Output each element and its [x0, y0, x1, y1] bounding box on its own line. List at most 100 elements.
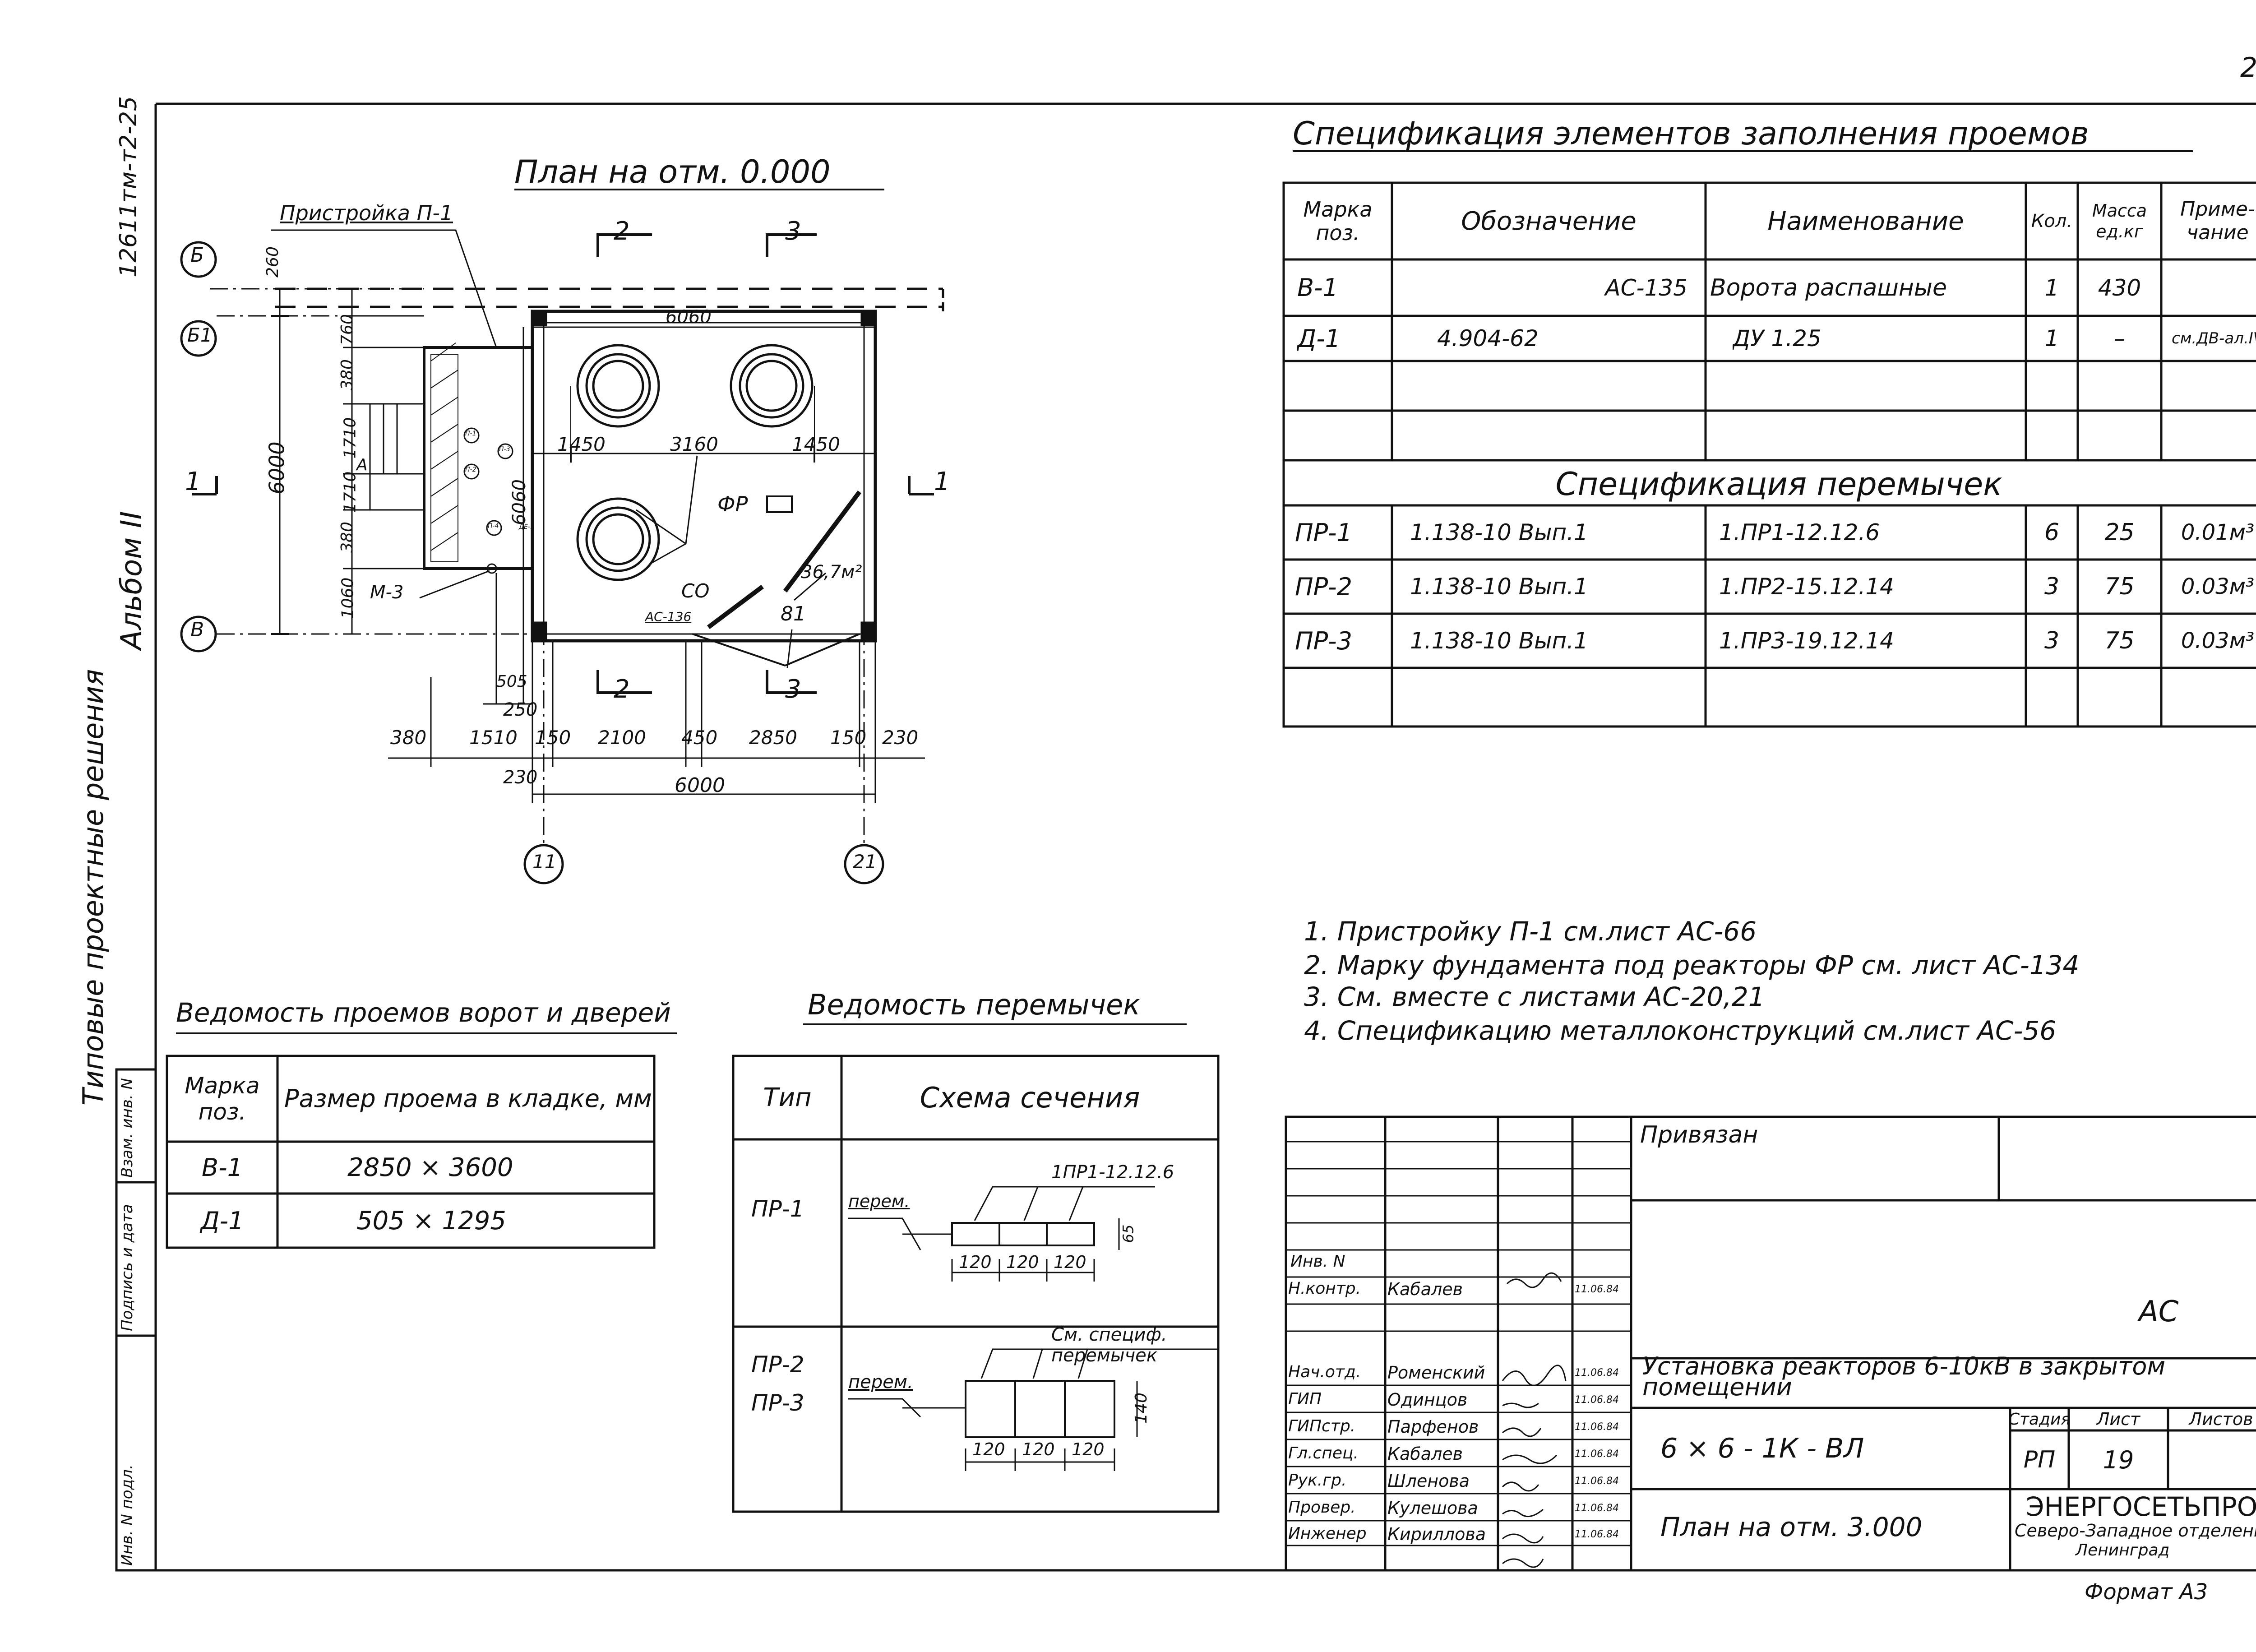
equip-2: П-2	[465, 466, 476, 473]
lspec-r1-name: 1.ПР1-12.12.6	[1719, 519, 1880, 546]
lspec-r2-mark: ПР-2	[1295, 572, 1353, 601]
dim-1060: 1060	[338, 577, 357, 619]
axis-b-label: Б	[190, 244, 204, 267]
equip-4: П-4	[488, 523, 499, 530]
lspec-r1-qty: 6	[2044, 519, 2060, 546]
spec-r2-note: см.ДВ-ал.IV	[2172, 329, 2256, 347]
plan-title: План на отм. 0.000	[514, 153, 831, 190]
tb-p2-date: 11.06.84	[1575, 1367, 1619, 1379]
label-m3: М-3	[370, 582, 404, 603]
dim-1450-right: 1450	[792, 433, 840, 455]
tb-p4-date: 11.06.84	[1575, 1421, 1619, 1433]
section-3-bottom: 3	[785, 675, 801, 704]
openings-r1-size: 2850 × 3600	[347, 1153, 513, 1182]
lspec-r2-designation: 1.138-10 Вып.1	[1410, 574, 1588, 600]
tb-p5-date: 11.06.84	[1575, 1448, 1619, 1460]
tb-p5-role: Гл.спец.	[1288, 1444, 1359, 1462]
tb-stage-header: Стадия	[2010, 1410, 2069, 1429]
lspec-r2-mass: 75	[2104, 573, 2135, 600]
tb-code: АС	[2139, 1295, 2179, 1328]
format-label: Формат А3	[2085, 1579, 2208, 1605]
tb-p2-role: Нач.отд.	[1288, 1363, 1361, 1381]
lspec-r3-mass: 75	[2104, 627, 2135, 654]
label-area: 36,7м²	[801, 562, 862, 583]
tb-p8-role: Инженер	[1288, 1524, 1367, 1543]
signatures	[1502, 1272, 1567, 1568]
lspec-r2-qty: 3	[2044, 573, 2060, 600]
openings-title: Ведомость проемов ворот и дверей	[176, 997, 671, 1028]
tb-p5-name: Кабалев	[1387, 1444, 1463, 1464]
dim-bottom-1510: 1510	[469, 727, 518, 749]
lintels-r2-dim1: 120	[972, 1439, 1005, 1459]
tb-p3-name: Одинцов	[1387, 1390, 1468, 1410]
tb-stage: РП	[2023, 1446, 2056, 1473]
tb-p7-name: Кулешова	[1387, 1498, 1478, 1518]
lspec-r2-name: 1.ПР2-15.12.14	[1719, 574, 1894, 600]
side-stamp-signature: Подпись и дата	[118, 1204, 136, 1331]
spec-r1-mark: В-1	[1297, 273, 1338, 302]
note-3: 3. См. вместе с листами АС-20,21	[1304, 981, 1765, 1012]
dim-6000-left: 6000	[264, 441, 289, 495]
section-1-left: 1	[185, 467, 201, 496]
dim-bottom-450: 450	[681, 727, 718, 749]
left-stamp-strip	[115, 1068, 157, 1572]
label-room: 81	[781, 602, 806, 625]
floor-plan-geometry	[180, 189, 944, 884]
section-1-right: 1	[934, 467, 950, 496]
dim-1710-bottom: 1710	[341, 471, 360, 513]
section-2-bottom: 2	[614, 675, 630, 704]
sheet-frame	[156, 102, 2256, 1572]
lintels-r2-type2: ПР-3	[751, 1390, 804, 1416]
dim-6060-top: 6060	[666, 307, 712, 328]
dim-bottom-150b: 150	[830, 727, 867, 749]
dim-3160: 3160	[670, 433, 718, 455]
spec-header-qty: Кол.	[2031, 211, 2073, 231]
axis-b1-label: Б1	[187, 324, 213, 346]
dim-bottom-380: 380	[390, 727, 427, 749]
lintels-r2-height: 140	[1132, 1393, 1151, 1424]
tb-p7-date: 11.06.84	[1575, 1503, 1619, 1514]
openings-table-grid	[166, 1032, 677, 1249]
dim-6000-bottom: 6000	[675, 774, 725, 797]
dim-bottom-2850: 2850	[749, 727, 797, 749]
dim-760: 760	[337, 314, 356, 345]
axis-21-label: 21	[853, 851, 877, 873]
lintels-r2-type: ПР-2	[751, 1351, 804, 1378]
openings-header-mark: Марка поз.	[185, 1073, 260, 1125]
lintels-title: Ведомость перемычек	[808, 988, 1140, 1021]
tb-p1-name: Кабалев	[1387, 1279, 1463, 1299]
tb-org3: Ленинград	[2076, 1541, 2170, 1559]
label-fr: ФР	[717, 492, 748, 516]
tb-p8-name: Кириллова	[1387, 1524, 1486, 1544]
dim-230-bottom: 230	[503, 767, 538, 788]
tb-tied: Привязан	[1640, 1121, 1758, 1148]
tb-project: Установка реакторов 6-10кВ в закрытом по…	[1642, 1352, 2166, 1401]
section-2-top: 2	[614, 217, 630, 246]
tb-p1-role: Н.контр.	[1288, 1279, 1361, 1298]
tb-p6-role: Рук.гр.	[1288, 1471, 1347, 1490]
dim-505: 505	[496, 672, 527, 691]
spec-r1-designation: АС-135	[1605, 274, 1687, 301]
spec-header-name: Наименование	[1767, 206, 1964, 236]
title-block-grid	[1285, 1115, 2256, 1572]
tb-p2-name: Роменский	[1387, 1363, 1485, 1383]
side-series: Типовые проектные решения	[77, 669, 110, 1106]
dim-bottom-150a: 150	[535, 727, 571, 749]
lintels-r1-label-left: перем.	[848, 1191, 910, 1211]
lspec-r1-designation: 1.138-10 Вып.1	[1410, 519, 1588, 546]
equip-1: П-1	[465, 430, 476, 437]
lintel-spec-title: Спецификация перемычек	[1555, 465, 2002, 503]
tb-p3-date: 11.06.84	[1575, 1394, 1619, 1406]
tb-org2: Северо-Западное отделение	[2015, 1521, 2256, 1541]
dim-380-bottom: 380	[337, 522, 356, 553]
spec-header-designation: Обозначение	[1461, 206, 1637, 236]
spec-title: Спецификация элементов заполнения проемо…	[1293, 115, 2089, 152]
lintels-r1-dim2: 120	[1006, 1252, 1039, 1272]
tb-variant: 6 × 6 - 1К - ВЛ	[1660, 1433, 1864, 1464]
tb-p1-date: 11.06.84	[1575, 1284, 1619, 1295]
lspec-r3-designation: 1.138-10 Вып.1	[1410, 628, 1588, 654]
tb-sheet: 19	[2103, 1445, 2134, 1474]
spec-r1-name: Ворота распашные	[1710, 274, 1947, 301]
lspec-r3-name: 1.ПР3-19.12.14	[1719, 628, 1894, 654]
